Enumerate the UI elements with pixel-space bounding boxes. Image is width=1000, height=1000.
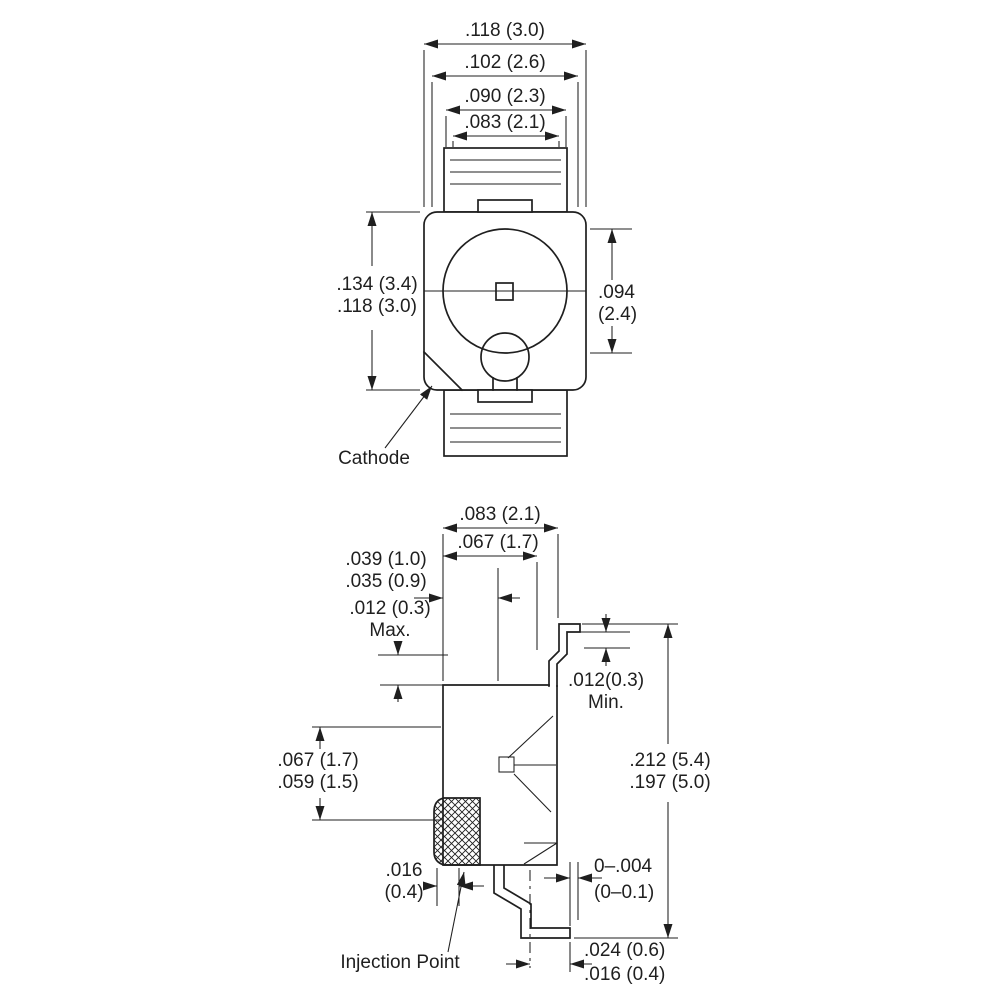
cathode-leader-arrow [384,385,433,449]
dim-flash-max-label: Max. [369,620,410,641]
bottom-mold-tab [477,389,533,403]
dim-standoff-mm-label: (0–0.1) [594,882,654,903]
ext-body-height [312,726,441,821]
dim-gate-mm-label: (0.4) [384,882,423,903]
ext-outer-width [423,50,587,207]
dim-clearance-min-label: Min. [588,692,624,713]
dim-lead-width-max-label: .090 (2.3) [464,86,545,107]
injection-region [433,797,481,866]
cathode-notch [422,350,464,392]
bottom-lead-hatch [450,413,561,443]
ext-body-width [431,82,579,207]
dim-offset-min-label: .035 (0.9) [345,571,426,592]
dim-flash-label: .012 (0.3) [349,598,430,619]
dim-body-height-min-label: .059 (1.5) [277,772,358,793]
ext-lens [590,228,632,354]
cathode-label: Cathode [338,448,410,469]
dim-total-height-min-label: .197 (5.0) [629,772,710,793]
lead-frame-inner-lines [523,842,558,865]
dim-height-max-label: .134 (3.4) [336,274,417,295]
dim-lens-mm-label: (2.4) [598,304,637,325]
dim-gate-in-label: .016 [386,860,423,881]
dim-offset-max-label: .039 (1.0) [345,549,426,570]
injection-leader-arrow [447,871,466,953]
dim-clearance-label: .012(0.3) [568,670,644,691]
injection-point-label: Injection Point [340,952,460,973]
dim-outer-width-label: .118 (3.0) [465,20,545,41]
dim-total-height-max-label: .212 (5.4) [629,750,710,771]
ext-clearance [580,631,630,649]
ext-flash [378,654,448,686]
package-body [423,211,587,391]
ext-lead-width-max [445,116,567,147]
ext-height [366,211,420,391]
ext-standoff [569,862,579,926]
side-die-square [498,756,515,773]
side-view-drawing: .083 (2.1) .067 (1.7) .039 (1.0) .035 (0… [277,504,710,985]
reflector-upper-diagonal [507,715,554,759]
cathode-cup-circle [480,332,530,382]
dim-standoff-in-label: 0–.004 [594,856,653,877]
side-top-lead [548,623,581,687]
dim-lens-in-label: .094 [598,282,635,303]
ext-total-height [574,623,678,939]
dim-foot-min-label: .016 (0.4) [584,964,665,985]
side-bottom-lead [493,865,571,939]
ext-gate [436,868,460,906]
dim-lead-width-min-label: .083 (2.1) [464,112,545,133]
dim-depth-max-label: .083 (2.1) [459,504,540,525]
dim-depth-min-label: .067 (1.7) [457,532,538,553]
top-view-drawing: .118 (3.0) .102 (2.6) .090 (2.3) .083 (2… [336,20,637,469]
dim-foot-max-label: .024 (0.6) [584,940,665,961]
ext-lead-width-min [452,141,560,147]
top-mold-tab [477,199,533,213]
reflector-lower-diagonal [513,773,552,813]
dim-body-height-max-label: .067 (1.7) [277,750,358,771]
dim-body-width-label: .102 (2.6) [464,52,545,73]
top-lead-hatch [450,159,561,185]
cup-legs [492,377,518,391]
dim-height-min-label: .118 (3.0) [337,296,417,317]
